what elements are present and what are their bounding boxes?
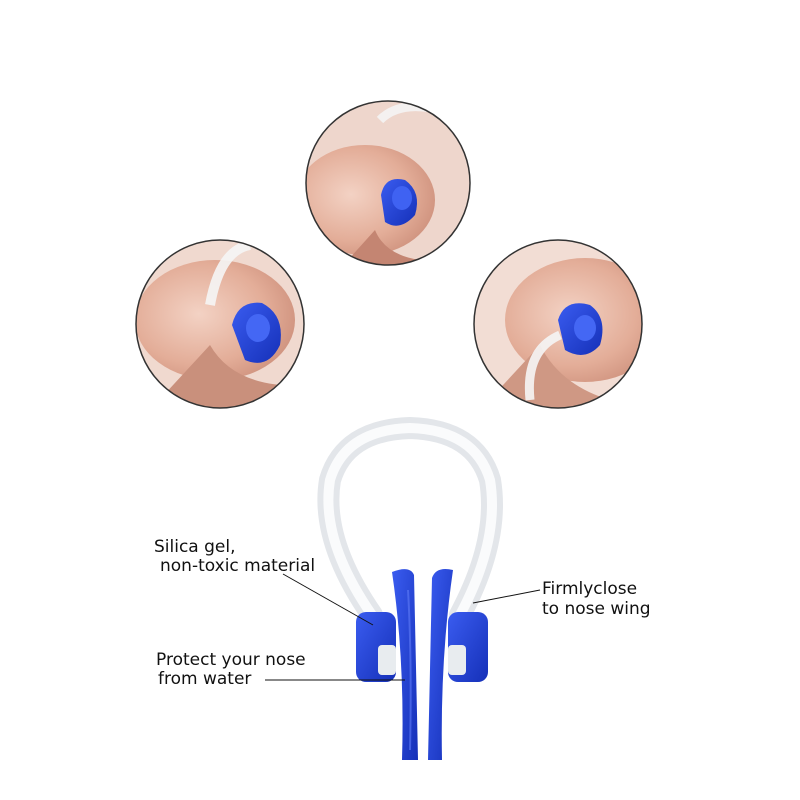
photo-circle-right xyxy=(473,239,643,409)
label-firmly-line1: Firmlyclose xyxy=(542,579,638,599)
label-protect-line1: Protect your nose xyxy=(156,650,306,670)
label-firmly-line2: to nose wing xyxy=(542,599,651,619)
leader-silica xyxy=(282,573,374,626)
leader-firmly xyxy=(472,589,541,604)
label-silica-line2: non-toxic material xyxy=(160,556,316,576)
nose-clip xyxy=(317,416,503,760)
label-silica-line1: Silica gel, xyxy=(154,537,236,557)
photo-circle-left xyxy=(135,239,305,409)
label-protect-line2: from water xyxy=(158,669,252,689)
photo-circle-top xyxy=(305,100,471,266)
